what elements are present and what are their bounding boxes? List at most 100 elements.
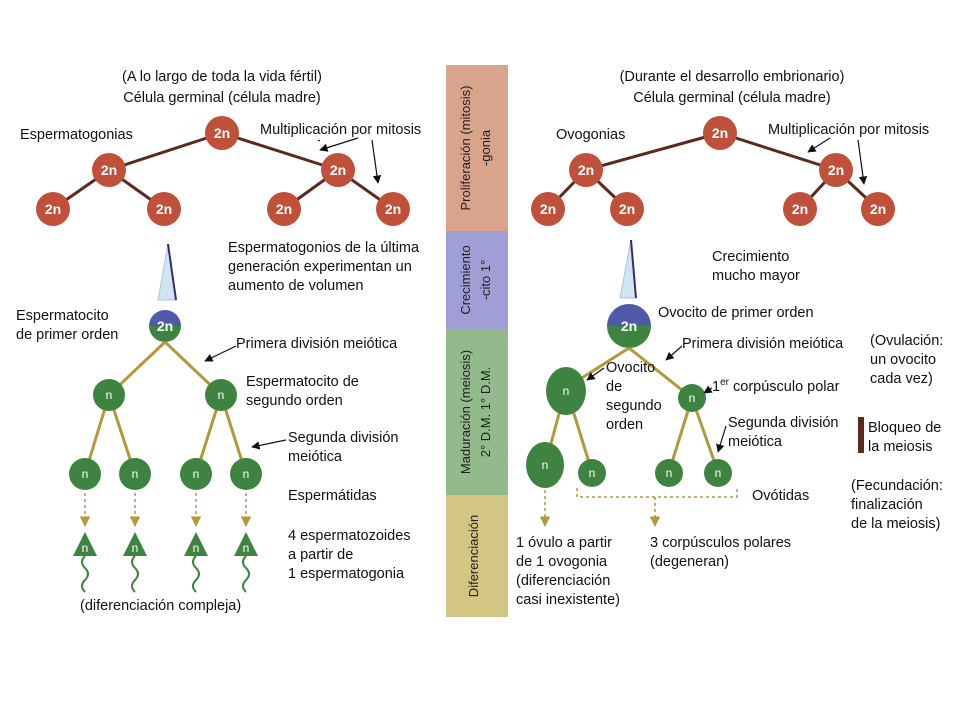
- female-fertilization-1: (Fecundación:: [851, 478, 943, 494]
- svg-text:2n: 2n: [621, 318, 637, 334]
- female-polar-result-2: (degeneran): [650, 554, 729, 570]
- male-cell-2n-ll: 2n: [36, 192, 70, 226]
- female-polar-sup: er: [720, 377, 730, 388]
- female-block-1: Bloqueo de: [868, 420, 941, 436]
- female-ovum-2: de 1 ovogonia: [516, 554, 608, 570]
- female-cell-2n-rr: 2n: [861, 192, 895, 226]
- female-primary-label: Ovocito de primer orden: [658, 305, 814, 321]
- male-spermatozoon-4: n: [234, 532, 258, 593]
- svg-text:n: n: [542, 458, 549, 472]
- female-germ-cell: Célula germinal (célula madre): [633, 90, 830, 106]
- svg-text:n: n: [589, 466, 596, 480]
- male-period: (A lo largo de toda la vida fértil): [122, 69, 322, 85]
- svg-text:2n: 2n: [276, 201, 292, 217]
- svg-text:2n: 2n: [101, 162, 117, 178]
- female-secondary-2: de: [606, 379, 622, 395]
- svg-text:n: n: [132, 467, 139, 481]
- male-diff-arrows: [79, 493, 252, 528]
- female-second-division-2: meiótica: [728, 434, 783, 450]
- svg-text:n: n: [715, 466, 722, 480]
- svg-text:2n: 2n: [214, 125, 230, 141]
- female-oogonia-label: Ovogonias: [556, 127, 625, 143]
- female-ovulation-1: (Ovulación:: [870, 333, 943, 349]
- female-ovum-3: (diferenciación: [516, 573, 610, 589]
- svg-text:n: n: [563, 384, 570, 398]
- female-cell-2n-lr: 2n: [610, 192, 644, 226]
- female-block-2: la meiosis: [868, 439, 932, 455]
- stage-diferenciacion-line1: Diferenciación: [466, 515, 481, 597]
- male-cell-2n-rr: 2n: [376, 192, 410, 226]
- female-polar-label: 1er corpúsculo polar: [712, 377, 840, 395]
- svg-text:2n: 2n: [870, 201, 886, 217]
- stage-maduracion-line2: 2° D.M. 1° D.M.: [478, 367, 493, 458]
- female-ovulation-2: un ovocito: [870, 352, 936, 368]
- male-primary-spermatocyte: 2n: [149, 310, 181, 342]
- female-cell-2n-rl: 2n: [783, 192, 817, 226]
- stage-crecimiento-line2: -cito 1°: [478, 260, 493, 301]
- female-fertilization-3: de la meiosis): [851, 516, 940, 532]
- svg-text:2n: 2n: [828, 162, 844, 178]
- male-spermatozoon-2: n: [123, 532, 147, 593]
- female-growth-1: Crecimiento: [712, 249, 789, 265]
- svg-text:n: n: [243, 541, 250, 555]
- female-cell-2n-r: 2n: [819, 153, 853, 187]
- male-result-2: a partir de: [288, 547, 353, 563]
- female-ootid: n: [526, 442, 564, 488]
- male-second-division-1: Segunda división: [288, 430, 398, 446]
- stage-diferenciacion-bg: [446, 495, 508, 617]
- male-cell-n-l: n: [93, 379, 125, 411]
- svg-text:2n: 2n: [385, 201, 401, 217]
- female-ovulation-3: cada vez): [870, 371, 933, 387]
- svg-text:2n: 2n: [792, 201, 808, 217]
- female-polar-prefix: 1: [712, 379, 720, 395]
- female-mitosis-label: Multiplicación por mitosis: [768, 122, 929, 138]
- male-spermatozoon-1: n: [73, 532, 97, 593]
- svg-text:2n: 2n: [157, 318, 173, 334]
- male-secondary-1: Espermatocito de: [246, 374, 359, 390]
- male-spermatid-2: n: [119, 458, 151, 490]
- svg-text:2n: 2n: [45, 201, 61, 217]
- male-cell-2n-rl: 2n: [267, 192, 301, 226]
- female-cell-2n-root: 2n: [703, 116, 737, 150]
- male-spermatid-3: n: [180, 458, 212, 490]
- svg-text:2n: 2n: [540, 201, 556, 217]
- female-period: (Durante el desarrollo embrionario): [620, 69, 845, 85]
- male-first-division: Primera división meiótica: [236, 336, 398, 352]
- female-secondary-4: orden: [606, 417, 643, 433]
- male-mitosis-arrow-a: [319, 137, 359, 152]
- stage-proliferacion-line1: Proliferación (mitosis): [458, 86, 473, 211]
- svg-text:2n: 2n: [712, 125, 728, 141]
- male-mitosis-arrow-1: [317, 139, 321, 142]
- female-polar-result-1: 3 corpúsculos polares: [650, 535, 791, 551]
- female-growth-2: mucho mayor: [712, 268, 800, 284]
- female-side: (Durante el desarrollo embrionario) Célu…: [516, 69, 943, 608]
- svg-text:n: n: [193, 541, 200, 555]
- stage-maduracion-line1: Maduración (meiosis): [458, 350, 473, 474]
- female-secondary-1: Ovocito: [606, 360, 655, 376]
- female-cell-2n-l: 2n: [569, 153, 603, 187]
- female-cell-2n-ll: 2n: [531, 192, 565, 226]
- female-fertilization-2: finalización: [851, 497, 923, 513]
- male-primary-1: Espermatocito: [16, 308, 109, 324]
- male-cell-n-r: n: [205, 379, 237, 411]
- male-spermatid-1: n: [69, 458, 101, 490]
- female-ovum-4: casi inexistente): [516, 592, 620, 608]
- meiosis-block-bar: [858, 417, 864, 453]
- svg-text:2n: 2n: [156, 201, 172, 217]
- svg-text:n: n: [82, 467, 89, 481]
- female-secondary-3: segundo: [606, 398, 662, 414]
- male-mitosis-arrow-b: [371, 139, 382, 184]
- stage-proliferacion-bg: [446, 65, 508, 231]
- male-spermatid-4: n: [230, 458, 262, 490]
- svg-text:2n: 2n: [619, 201, 635, 217]
- male-complex: (diferenciación compleja): [80, 598, 241, 614]
- male-growth-wedge: [157, 243, 177, 301]
- female-primary-oocyte: 2n: [607, 304, 651, 348]
- svg-text:2n: 2n: [578, 162, 594, 178]
- female-first-polar-body: n: [678, 384, 706, 412]
- male-result-1: 4 espermatozoides: [288, 528, 411, 544]
- male-primary-2: de primer orden: [16, 327, 118, 343]
- male-secondary-2: segundo orden: [246, 393, 343, 409]
